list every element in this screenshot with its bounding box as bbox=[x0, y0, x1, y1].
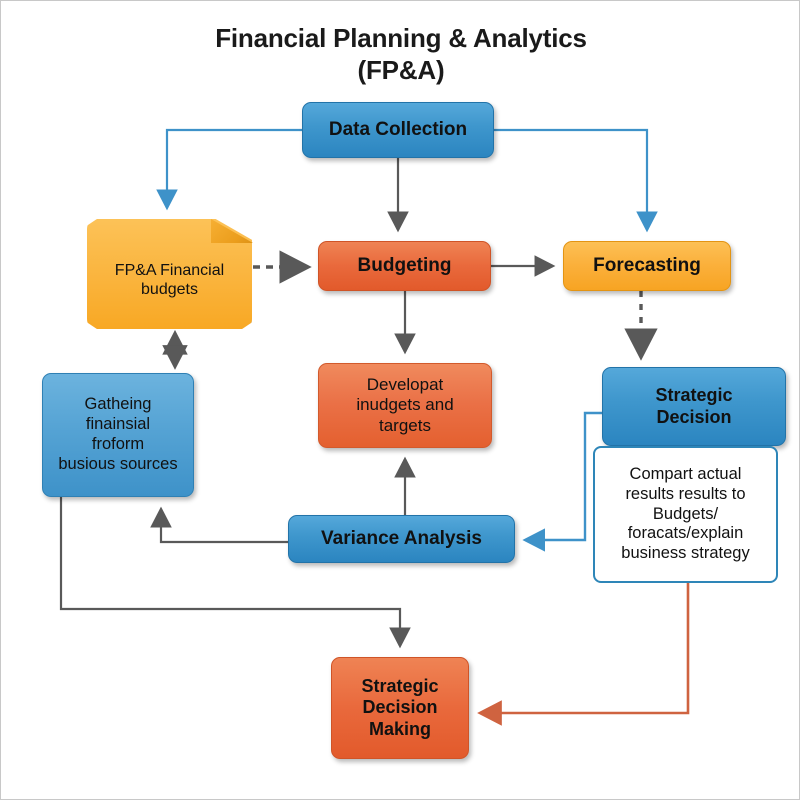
edge-strategic-decision-to-variance bbox=[522, 411, 602, 552]
node-gathering-financial-sources[interactable]: Gatheing finainsial froform busious sour… bbox=[42, 373, 194, 497]
gathering-line-2: finainsial bbox=[85, 415, 151, 434]
node-fpa-financial-budgets-label: FP&A Financial budgets bbox=[103, 261, 236, 299]
callout-line-4: foracats/explain bbox=[627, 524, 744, 543]
node-gathering-label: Gatheing finainsial froform busious sour… bbox=[46, 395, 189, 474]
page-title: Financial Planning & Analytics (FP&A) bbox=[1, 23, 799, 86]
node-comparison-callout[interactable]: Compart actual results results to Budget… bbox=[593, 446, 778, 583]
node-variance-analysis[interactable]: Variance Analysis bbox=[288, 515, 515, 563]
edge-data-collection-to-forecasting bbox=[494, 128, 658, 233]
sdm-line-3: Making bbox=[368, 718, 431, 739]
node-strategic-decision-making[interactable]: Strategic Decision Making bbox=[331, 657, 469, 759]
node-strategic-decision[interactable]: Strategic Decision bbox=[602, 367, 786, 446]
node-strategic-decision-label: Strategic Decision bbox=[643, 385, 744, 428]
node-data-collection[interactable]: Data Collection bbox=[302, 102, 494, 158]
node-forecasting[interactable]: Forecasting bbox=[563, 241, 731, 291]
node-forecasting-label: Forecasting bbox=[593, 254, 701, 276]
fpa-doc-line-2: budgets bbox=[141, 281, 198, 298]
gathering-line-3: froform bbox=[91, 435, 145, 453]
fpa-doc-line-1: FP&A Financial bbox=[114, 261, 225, 279]
node-data-collection-label: Data Collection bbox=[328, 118, 468, 140]
edge-variance-to-gathering bbox=[150, 506, 288, 544]
sdm-line-2: Decision bbox=[362, 697, 438, 718]
strategic-decision-line-1: Strategic bbox=[655, 384, 733, 405]
develop-line-2: inudgets and bbox=[356, 395, 454, 415]
callout-line-2: results results to bbox=[625, 484, 746, 503]
node-develop-budgets-and-targets[interactable]: Developat inudgets and targets bbox=[318, 363, 492, 448]
node-budgeting[interactable]: Budgeting bbox=[318, 241, 491, 291]
callout-line-1: Compart actual bbox=[629, 465, 742, 483]
node-callout-label: Compart actual results results to Budget… bbox=[609, 465, 761, 564]
gathering-line-4: busious sources bbox=[58, 454, 178, 473]
edge-callout-to-sdm bbox=[477, 583, 690, 726]
sdm-line-1: Strategic bbox=[361, 675, 439, 696]
callout-line-5: business strategy bbox=[621, 544, 750, 563]
strategic-decision-line-2: Decision bbox=[656, 406, 732, 427]
callout-line-3: Budgets/ bbox=[652, 504, 719, 523]
node-fpa-financial-budgets[interactable]: FP&A Financial budgets bbox=[87, 219, 252, 329]
title-line-1: Financial Planning & Analytics bbox=[215, 23, 587, 53]
title-line-2: (FP&A) bbox=[357, 54, 445, 85]
node-strategic-decision-making-label: Strategic Decision Making bbox=[349, 676, 450, 741]
gathering-line-1: Gatheing bbox=[84, 395, 152, 414]
node-variance-analysis-label: Variance Analysis bbox=[321, 527, 482, 549]
node-budgeting-label: Budgeting bbox=[357, 254, 452, 276]
develop-line-3: targets bbox=[379, 415, 431, 435]
node-develop-label: Developat inudgets and targets bbox=[344, 375, 465, 436]
develop-line-1: Developat bbox=[366, 374, 444, 394]
edge-data-collection-to-fpa-doc bbox=[156, 128, 302, 211]
